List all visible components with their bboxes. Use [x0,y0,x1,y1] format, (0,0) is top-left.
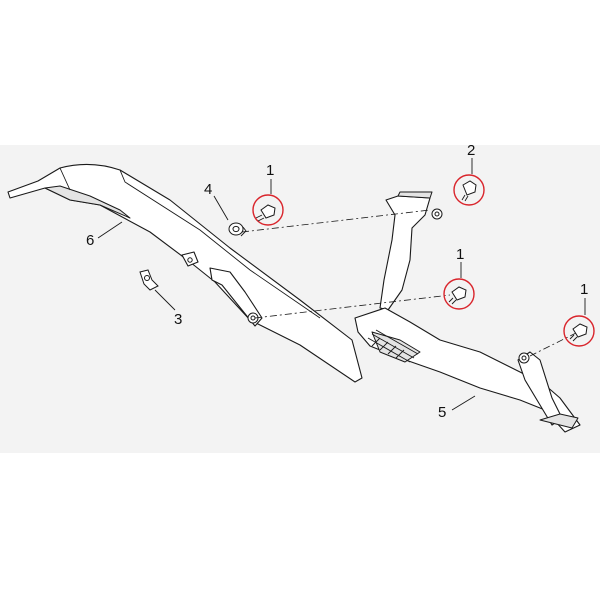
callout-1-middle: 1 [456,246,464,263]
bolt-1-b [443,278,475,310]
highlight-ring [252,194,284,226]
bolt-1-c [563,315,595,347]
leader-5 [451,395,476,411]
leader-6 [97,221,123,239]
callout-1-top: 1 [266,162,274,179]
part-6-upper-guard [7,163,363,383]
vent-pattern [367,329,419,363]
callout-2: 2 [467,142,475,159]
highlight-ring [443,278,475,310]
leader-4 [213,195,229,221]
bolt-1-a [252,194,284,226]
part-5-lower-guard [354,191,581,433]
clip-3 [139,269,159,291]
alignment-line-c [529,331,579,357]
highlight-ring [453,174,485,206]
alignment-line-b [254,294,451,319]
callout-3: 3 [174,311,182,328]
grommet-4 [228,222,247,237]
leader-3 [154,289,176,311]
callout-6: 6 [86,232,94,249]
bolt-2 [453,174,485,206]
callout-5: 5 [438,404,446,421]
highlight-ring [563,315,595,347]
alignment-line-a [241,209,431,233]
callout-4: 4 [204,181,212,198]
callout-1-right: 1 [580,281,588,298]
